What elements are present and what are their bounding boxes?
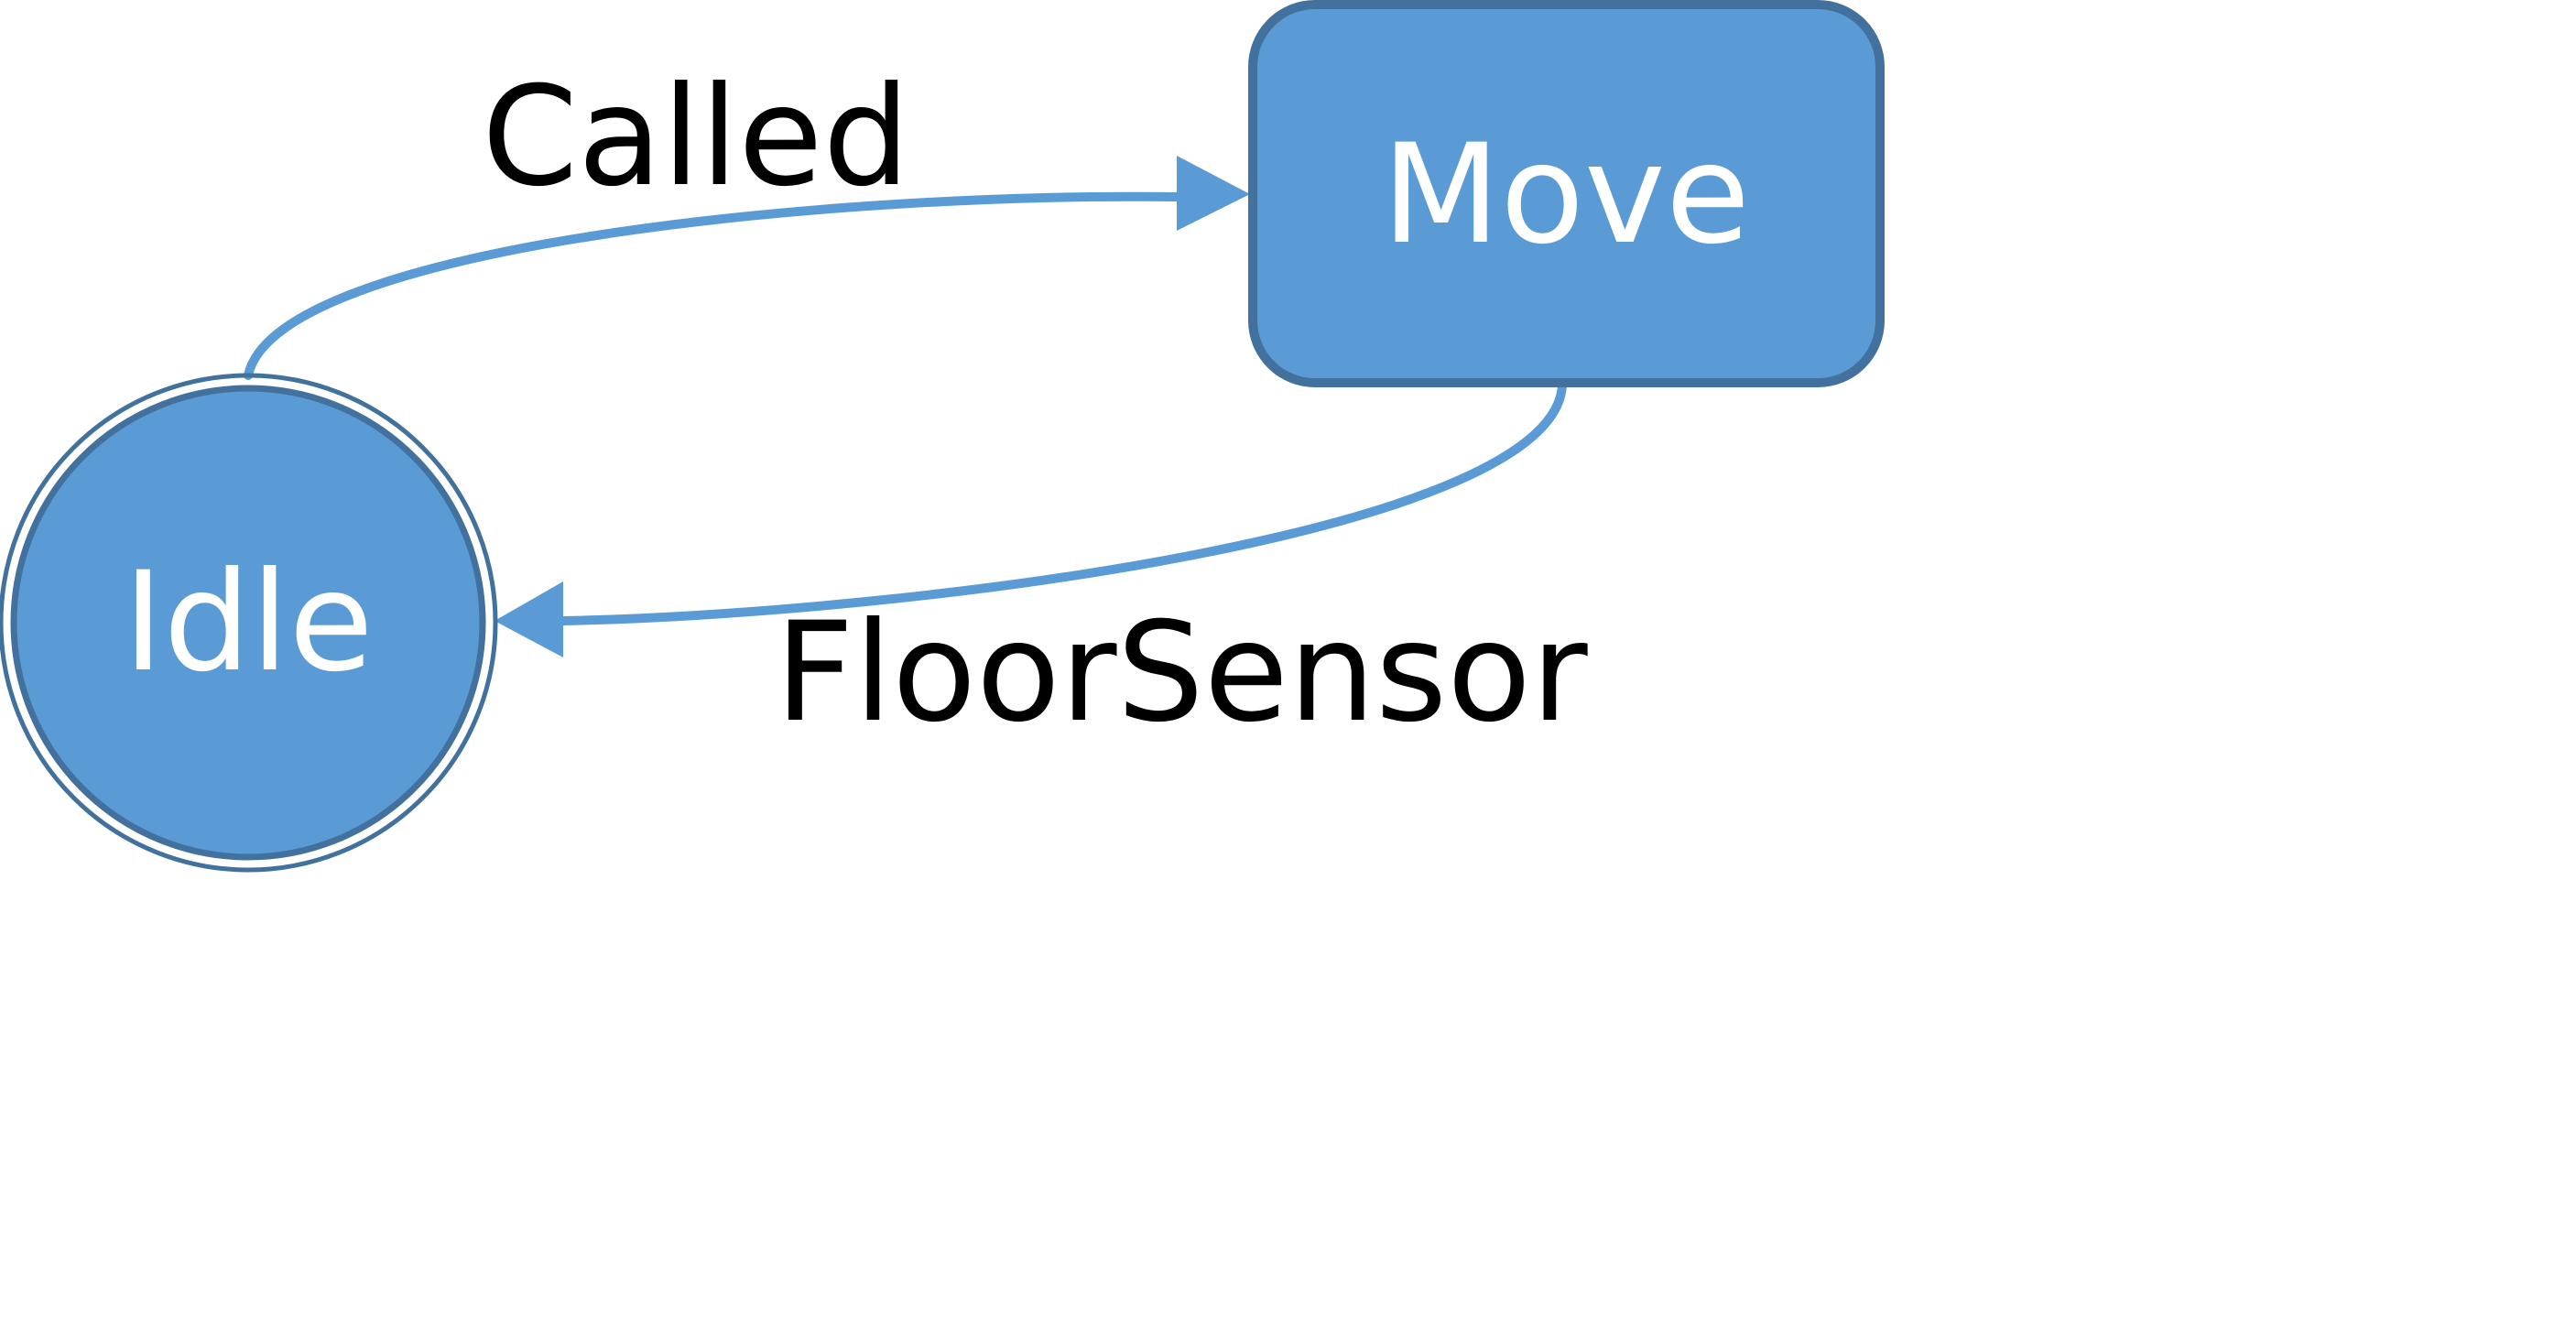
idle-outer-ring [0, 373, 498, 873]
called-arrow-line [244, 191, 1181, 380]
idle-label: Idle [123, 543, 373, 702]
called-arrowhead-icon [1177, 156, 1250, 231]
idle-inner-circle [10, 385, 486, 861]
move-label: Move [1382, 115, 1750, 275]
state-idle: Idle [0, 373, 498, 873]
transition-called: Called [244, 58, 1250, 380]
called-label: Called [482, 58, 910, 217]
transition-floor-sensor: FloorSensor [495, 378, 1588, 753]
floor-sensor-arrow-line [559, 378, 1567, 625]
floor-sensor-label: FloorSensor [775, 593, 1588, 753]
move-box [1248, 0, 1885, 387]
state-move: Move [1248, 0, 1885, 387]
floor-sensor-arrowhead-icon [495, 581, 563, 657]
